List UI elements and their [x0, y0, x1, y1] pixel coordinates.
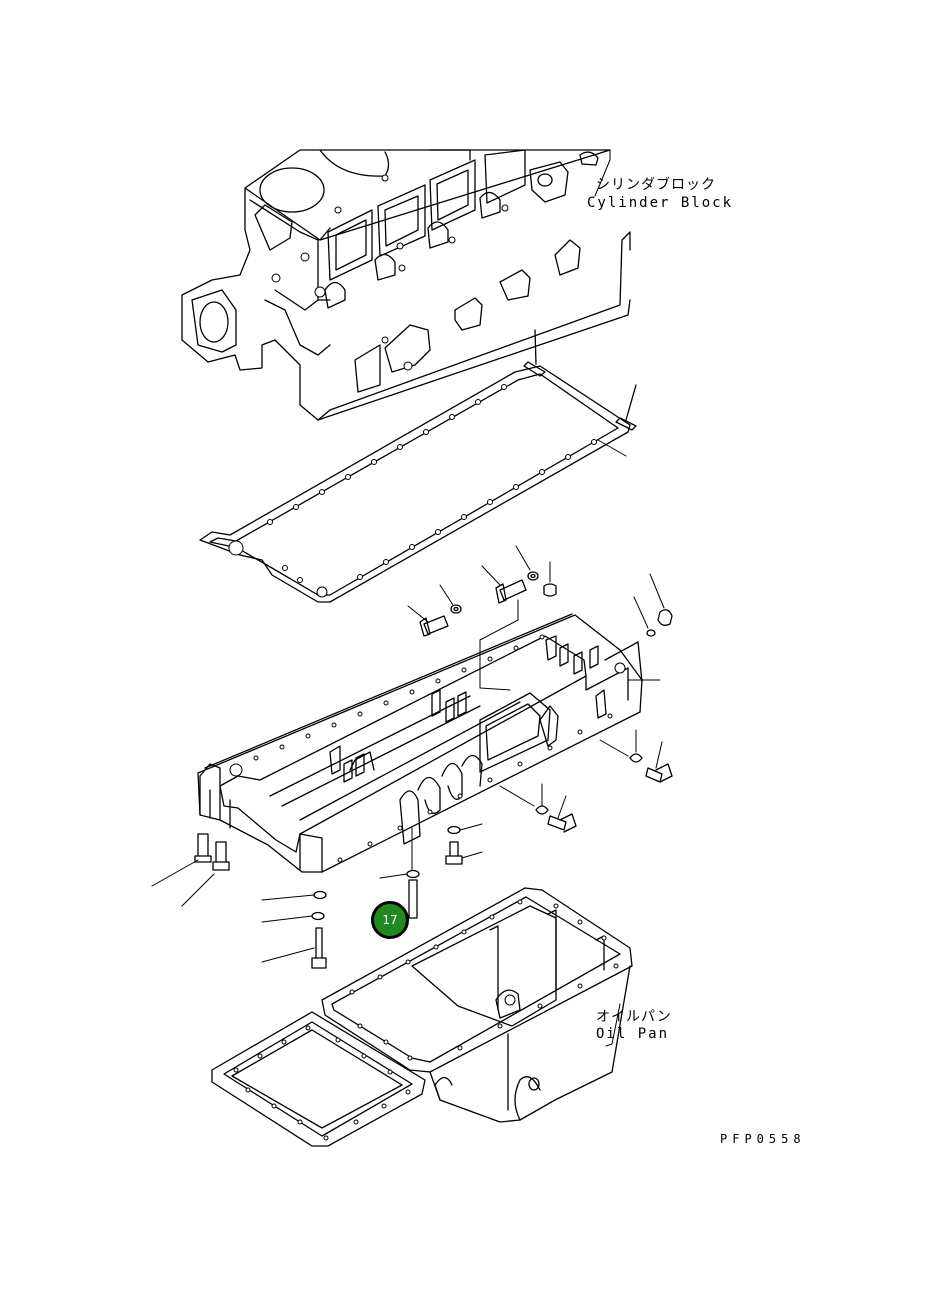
- oil-pan-frame: [197, 613, 661, 873]
- gasket-bolt-holes: [267, 384, 597, 583]
- oil-pan-cover-plate: [211, 1011, 426, 1147]
- oil-pan-label-en: Oil Pan: [596, 1026, 670, 1042]
- cylinder-block-label-jp: シリンダブロック: [596, 177, 716, 193]
- drawing-code: PFP0558: [720, 1132, 806, 1146]
- oil-pan: [321, 887, 633, 1123]
- oil-pan-gasket: [199, 329, 637, 603]
- part-callout-17[interactable]: 17: [371, 901, 409, 939]
- upper-fasteners: [407, 545, 673, 691]
- side-fasteners: [499, 729, 673, 833]
- pan-bolt-holes: [349, 899, 619, 1061]
- oil-pan-label-jp: オイルパン: [596, 1009, 672, 1025]
- cylinder-block-label-en: Cylinder Block: [587, 195, 734, 211]
- cylinder-block: [181, 149, 631, 421]
- frame-bolt-holes: [253, 634, 613, 863]
- lower-bolts: [151, 823, 483, 969]
